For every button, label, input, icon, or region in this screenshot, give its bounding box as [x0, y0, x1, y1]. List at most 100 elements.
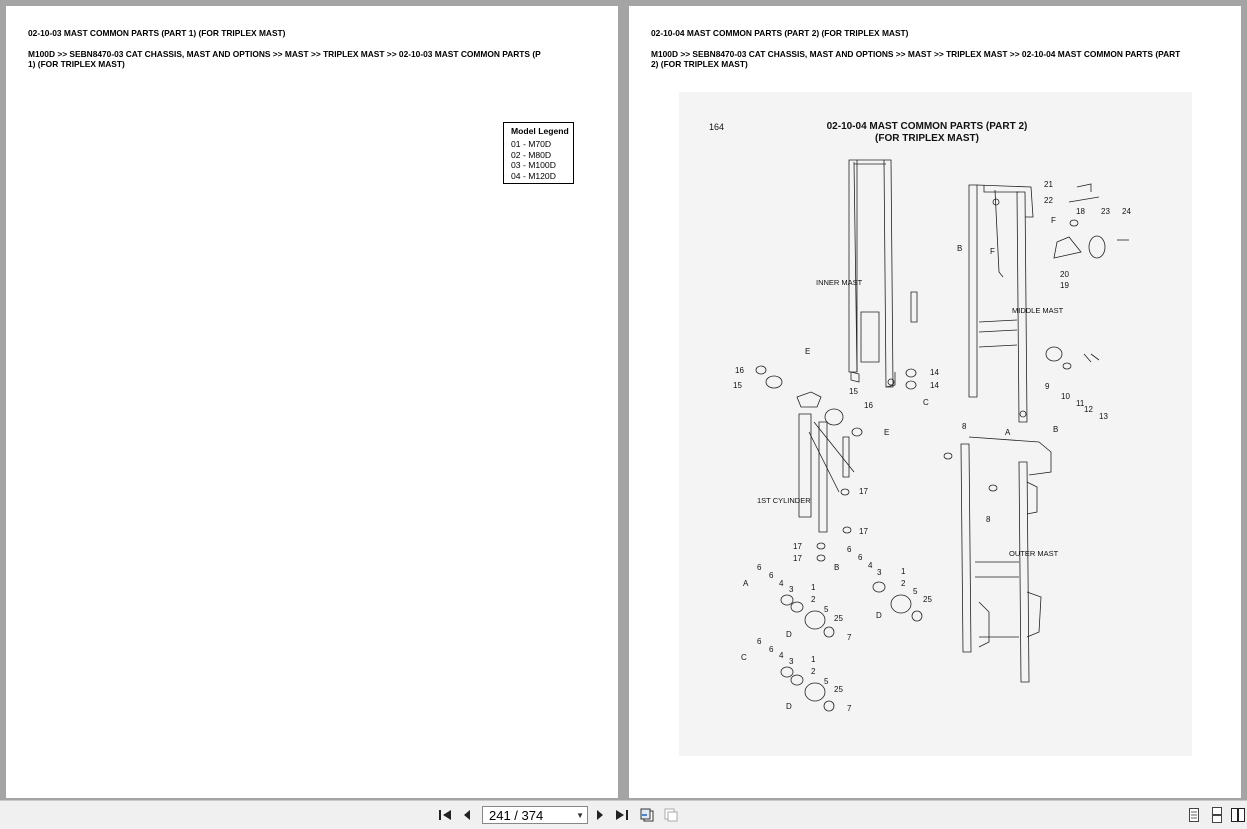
- svg-text:D: D: [786, 630, 792, 639]
- left-page: 02-10-03 MAST COMMON PARTS (PART 1) (FOR…: [6, 6, 618, 798]
- svg-text:21: 21: [1044, 180, 1053, 189]
- svg-text:15: 15: [733, 381, 742, 390]
- outer-mast-label: OUTER MAST: [1009, 549, 1059, 558]
- exploded-parts-drawing: 164 02-10-04 MAST COMMON PARTS (PART 2) …: [709, 121, 1131, 713]
- svg-text:B: B: [957, 244, 962, 253]
- svg-text:6: 6: [757, 637, 762, 646]
- svg-text:7: 7: [847, 633, 852, 642]
- svg-text:6: 6: [757, 563, 762, 572]
- svg-text:1: 1: [811, 655, 816, 664]
- svg-text:3: 3: [789, 585, 794, 594]
- svg-text:B: B: [834, 563, 839, 572]
- breadcrumb-line-1: M100D >> SEBN8470-03 CAT CHASSIS, MAST A…: [28, 49, 541, 59]
- svg-text:17: 17: [793, 542, 802, 551]
- cylinder-label: 1ST CYLINDER: [757, 496, 811, 505]
- figure-title-line-2: (FOR TRIPLEX MAST): [875, 133, 979, 144]
- svg-text:23: 23: [1101, 207, 1110, 216]
- svg-text:16: 16: [735, 366, 744, 375]
- parts-diagram: 164 02-10-04 MAST COMMON PARTS (PART 2) …: [679, 92, 1192, 756]
- svg-text:E: E: [884, 428, 889, 437]
- svg-text:6: 6: [769, 571, 774, 580]
- legend-item: 02 - M80D: [511, 149, 552, 160]
- svg-text:4: 4: [779, 579, 784, 588]
- svg-text:1: 1: [901, 567, 906, 576]
- svg-text:4: 4: [779, 651, 784, 660]
- svg-text:3: 3: [789, 657, 794, 666]
- svg-text:E: E: [805, 347, 810, 356]
- breadcrumb-line-1: M100D >> SEBN8470-03 CAT CHASSIS, MAST A…: [651, 49, 1181, 59]
- svg-text:25: 25: [923, 595, 932, 604]
- svg-text:22: 22: [1044, 196, 1053, 205]
- middle-mast: [968, 184, 1034, 423]
- svg-text:6: 6: [847, 545, 852, 554]
- reference-letters: B F F E C E A B A B C D D D: [741, 216, 1058, 711]
- next-page-icon[interactable]: [592, 807, 608, 823]
- svg-text:B: B: [1053, 425, 1058, 434]
- svg-text:F: F: [990, 247, 995, 256]
- svg-text:8: 8: [962, 422, 967, 431]
- svg-text:5: 5: [824, 605, 829, 614]
- svg-text:14: 14: [930, 381, 939, 390]
- outer-mast: [960, 436, 1052, 683]
- continuous-page-icon[interactable]: [1209, 807, 1225, 823]
- svg-text:6: 6: [769, 645, 774, 654]
- page-title: 02-10-04 MAST COMMON PARTS (PART 2) (FOR…: [651, 28, 909, 38]
- svg-text:24: 24: [1122, 207, 1131, 216]
- svg-text:15: 15: [849, 387, 858, 396]
- breadcrumb-line-2: 1) (FOR TRIPLEX MAST): [28, 59, 125, 69]
- svg-text:10: 10: [1061, 392, 1070, 401]
- svg-text:8: 8: [986, 515, 991, 524]
- svg-text:9: 9: [1045, 382, 1050, 391]
- svg-text:18: 18: [1076, 207, 1085, 216]
- prev-page-icon[interactable]: [459, 807, 475, 823]
- svg-text:4: 4: [868, 561, 873, 570]
- rollers-and-hardware: [755, 183, 1129, 712]
- svg-text:F: F: [1051, 216, 1056, 225]
- svg-text:16: 16: [864, 401, 873, 410]
- svg-text:19: 19: [1060, 281, 1069, 290]
- figure-title-line-1: 02-10-04 MAST COMMON PARTS (PART 2): [827, 121, 1028, 132]
- two-page-icon[interactable]: [1230, 807, 1246, 823]
- forward-view-icon[interactable]: [663, 807, 679, 823]
- svg-text:C: C: [923, 398, 929, 407]
- svg-text:A: A: [1005, 428, 1011, 437]
- svg-text:1: 1: [811, 583, 816, 592]
- viewer-toolbar: 241 / 374 ▼: [0, 800, 1247, 829]
- svg-text:12: 12: [1084, 405, 1093, 414]
- breadcrumb: M100D >> SEBN8470-03 CAT CHASSIS, MAST A…: [28, 49, 576, 69]
- svg-text:17: 17: [859, 487, 868, 496]
- svg-text:13: 13: [1099, 412, 1108, 421]
- svg-text:D: D: [786, 702, 792, 711]
- legend-item: 04 - M120D: [511, 170, 556, 181]
- single-page-icon[interactable]: [1186, 807, 1202, 823]
- right-page: 02-10-04 MAST COMMON PARTS (PART 2) (FOR…: [629, 6, 1241, 798]
- svg-text:14: 14: [930, 368, 939, 377]
- svg-text:2: 2: [811, 595, 816, 604]
- svg-text:6: 6: [858, 553, 863, 562]
- page-title: 02-10-03 MAST COMMON PARTS (PART 1) (FOR…: [28, 28, 286, 38]
- svg-text:25: 25: [834, 685, 843, 694]
- svg-text:2: 2: [901, 579, 906, 588]
- first-page-icon[interactable]: [437, 807, 453, 823]
- breadcrumb: M100D >> SEBN8470-03 CAT CHASSIS, MAST A…: [651, 49, 1223, 69]
- svg-text:20: 20: [1060, 270, 1069, 279]
- svg-text:5: 5: [824, 677, 829, 686]
- svg-text:A: A: [743, 579, 749, 588]
- breadcrumb-line-2: 2) (FOR TRIPLEX MAST): [651, 59, 748, 69]
- back-view-icon[interactable]: [639, 807, 655, 823]
- chevron-down-icon[interactable]: ▼: [576, 811, 584, 820]
- model-legend: Model Legend 01 - M70D 02 - M80D 03 - M1…: [503, 122, 574, 184]
- svg-text:17: 17: [793, 554, 802, 563]
- page-number-input[interactable]: 241 / 374 ▼: [482, 806, 588, 824]
- svg-text:C: C: [741, 653, 747, 662]
- svg-text:7: 7: [847, 704, 852, 713]
- svg-text:5: 5: [913, 587, 918, 596]
- first-cylinder: [796, 391, 855, 533]
- svg-text:D: D: [876, 611, 882, 620]
- last-page-icon[interactable]: [614, 807, 630, 823]
- model-legend-title: Model Legend: [511, 126, 569, 136]
- inner-mast-label: INNER MAST: [816, 278, 863, 287]
- legend-item: 03 - M100D: [511, 160, 556, 171]
- svg-text:17: 17: [859, 527, 868, 536]
